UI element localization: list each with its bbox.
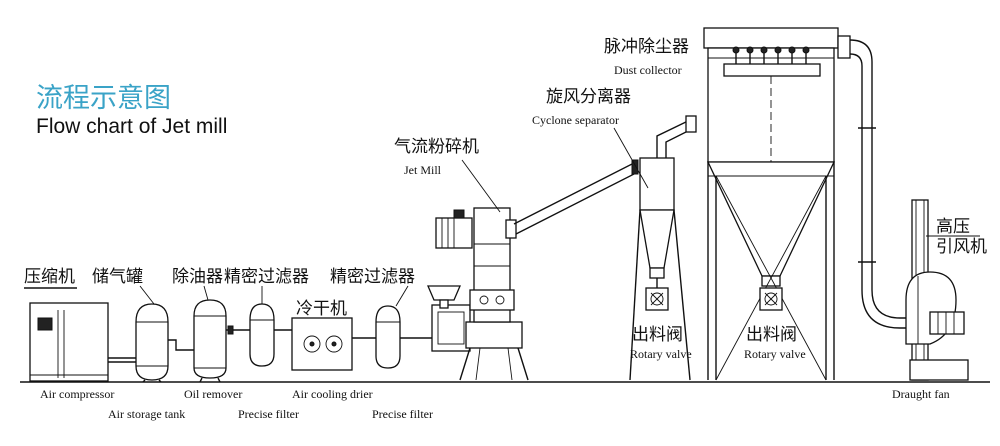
label-filter2-zh: 精密过滤器 [330,267,415,287]
leader-filter2 [395,285,409,307]
pulse-dust-collector [703,27,851,381]
label-jetmill-zh: 气流粉碎机 [394,137,479,157]
label-fan-en: Draught fan [892,387,950,401]
label-fan-zh-2: 引风机 [936,237,987,257]
title-zh: 流程示意图 [36,83,171,114]
label-valve2-en: Rotary valve [744,347,806,361]
label-cyclone-en: Cyclone separator [532,113,619,127]
label-oil-zh: 除油器 [172,267,223,287]
label-dust-en: Dust collector [614,63,682,77]
precise-filter-2 [375,305,401,369]
draught-fan [905,199,969,381]
label-compressor-en: Air compressor [40,387,114,401]
label-dust-zh: 脉冲除尘器 [604,37,689,57]
label-cyclone-zh: 旋风分离器 [546,87,631,107]
label-drier-zh: 冷干机 [296,299,347,319]
label-filter1-en: Precise filter [238,407,299,421]
leader-cyclone [613,127,649,189]
pipe-7 [513,161,637,225]
air-cooling-drier [291,317,353,371]
leader-oil [203,285,209,301]
air-compressor [29,302,109,382]
label-jetmill-en: Jet Mill [404,163,442,177]
oil-remover [193,299,227,383]
label-compressor-zh: 压缩机 [24,267,75,287]
rotary-valve-1 [645,287,669,311]
air-storage-tank [135,303,169,383]
title-en: Flow chart of Jet mill [36,115,227,138]
label-fan-zh-1: 高压 [936,217,970,237]
pipe-2 [168,339,198,351]
precise-filter-1 [249,303,275,367]
label-valve2-zh: 出料阀 [746,325,797,345]
label-drier-en: Air cooling drier [292,387,373,401]
label-filter2-en: Precise filter [372,407,433,421]
label-storage-zh: 储气罐 [92,267,143,287]
rotary-valve-2 [759,287,783,311]
label-filter1-zh: 精密过滤器 [224,267,309,287]
label-storage-en: Air storage tank [108,407,185,421]
jet-mill [427,207,529,381]
leader-storage [139,285,155,305]
leader-jetmill [461,159,501,213]
label-valve1-en: Rotary valve [630,347,692,361]
pipe-8 [849,39,912,319]
label-oil-en: Oil remover [184,387,242,401]
label-valve1-zh: 出料阀 [632,325,683,345]
